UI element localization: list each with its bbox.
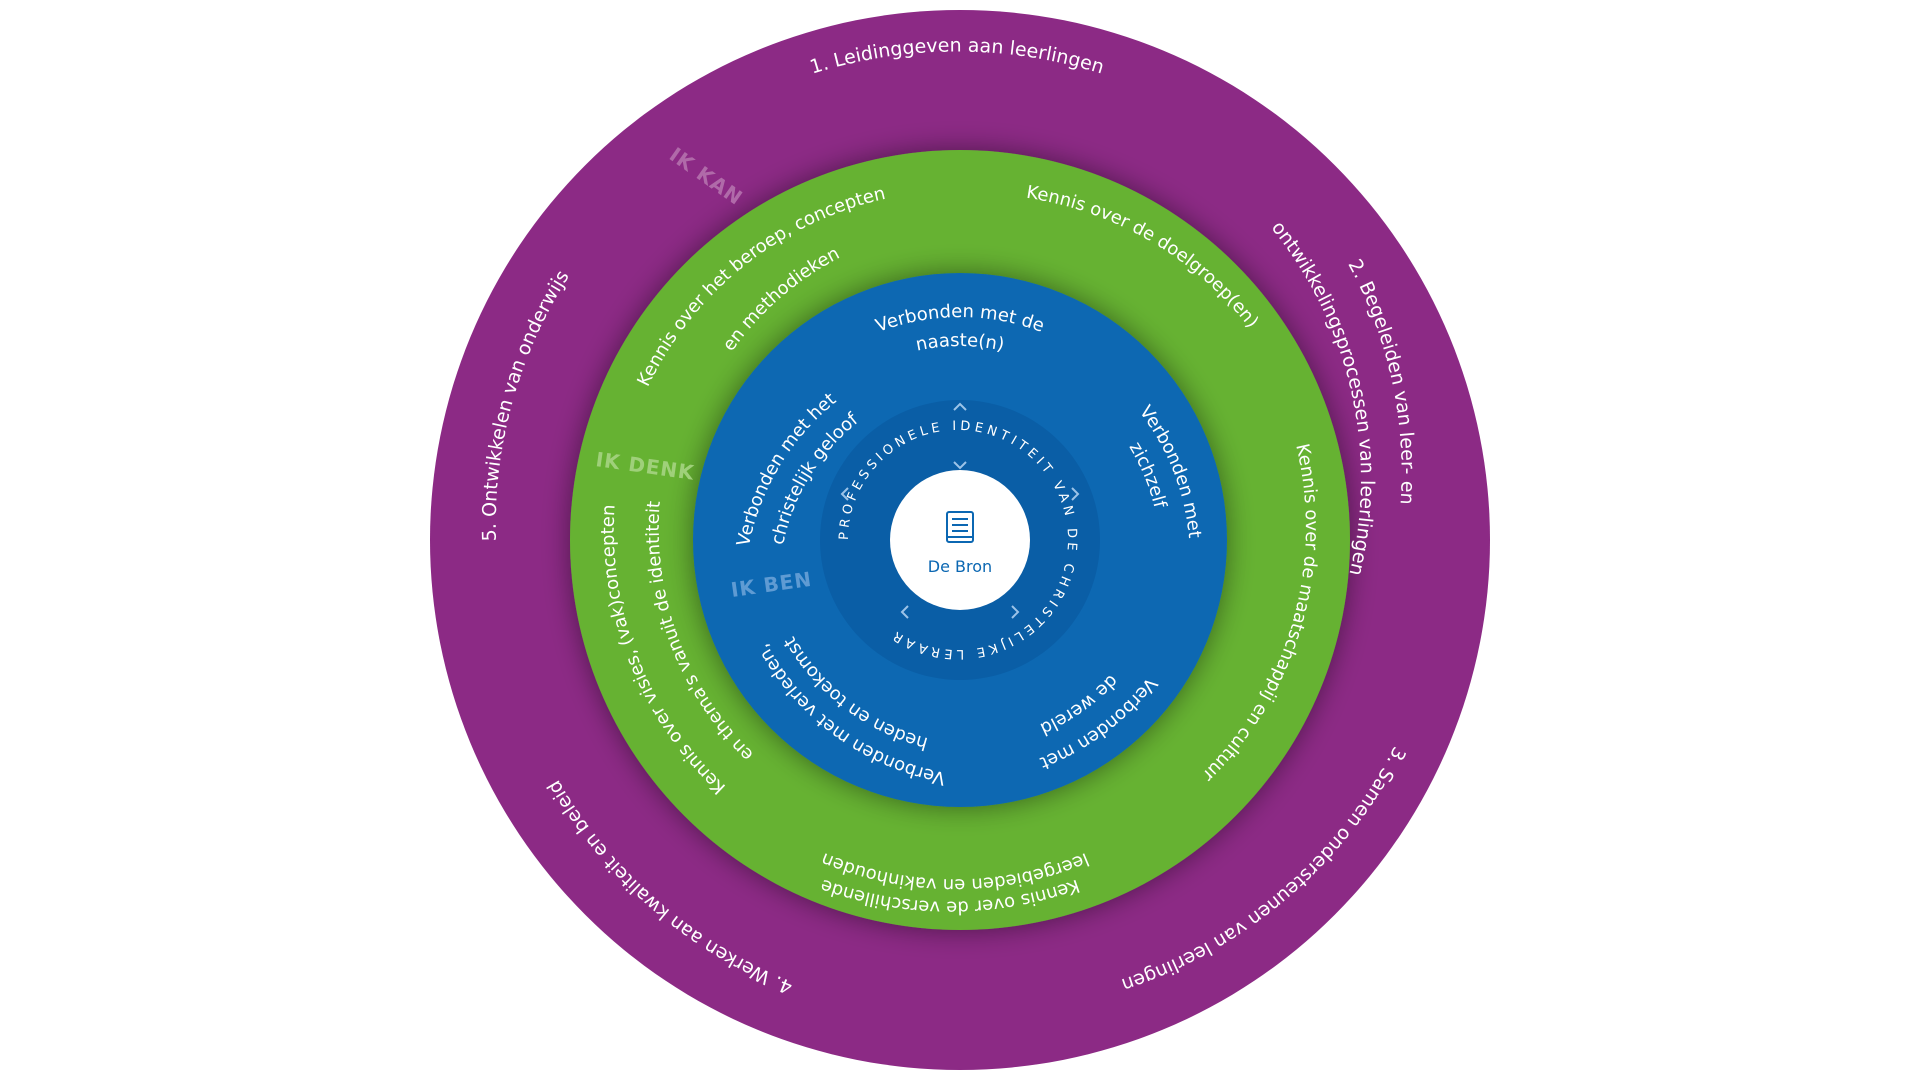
chevron-up-icon xyxy=(953,402,967,411)
chevron-left-icon xyxy=(840,487,849,501)
book-icon xyxy=(946,511,974,543)
center-circle xyxy=(890,470,1030,610)
chevron-right-icon xyxy=(1071,487,1080,501)
chevron-right-icon xyxy=(1011,605,1020,619)
chevron-left-icon xyxy=(900,605,909,619)
chevron-markers xyxy=(840,402,1080,619)
center-label: De Bron xyxy=(928,557,992,576)
chevron-down-icon xyxy=(953,461,967,470)
